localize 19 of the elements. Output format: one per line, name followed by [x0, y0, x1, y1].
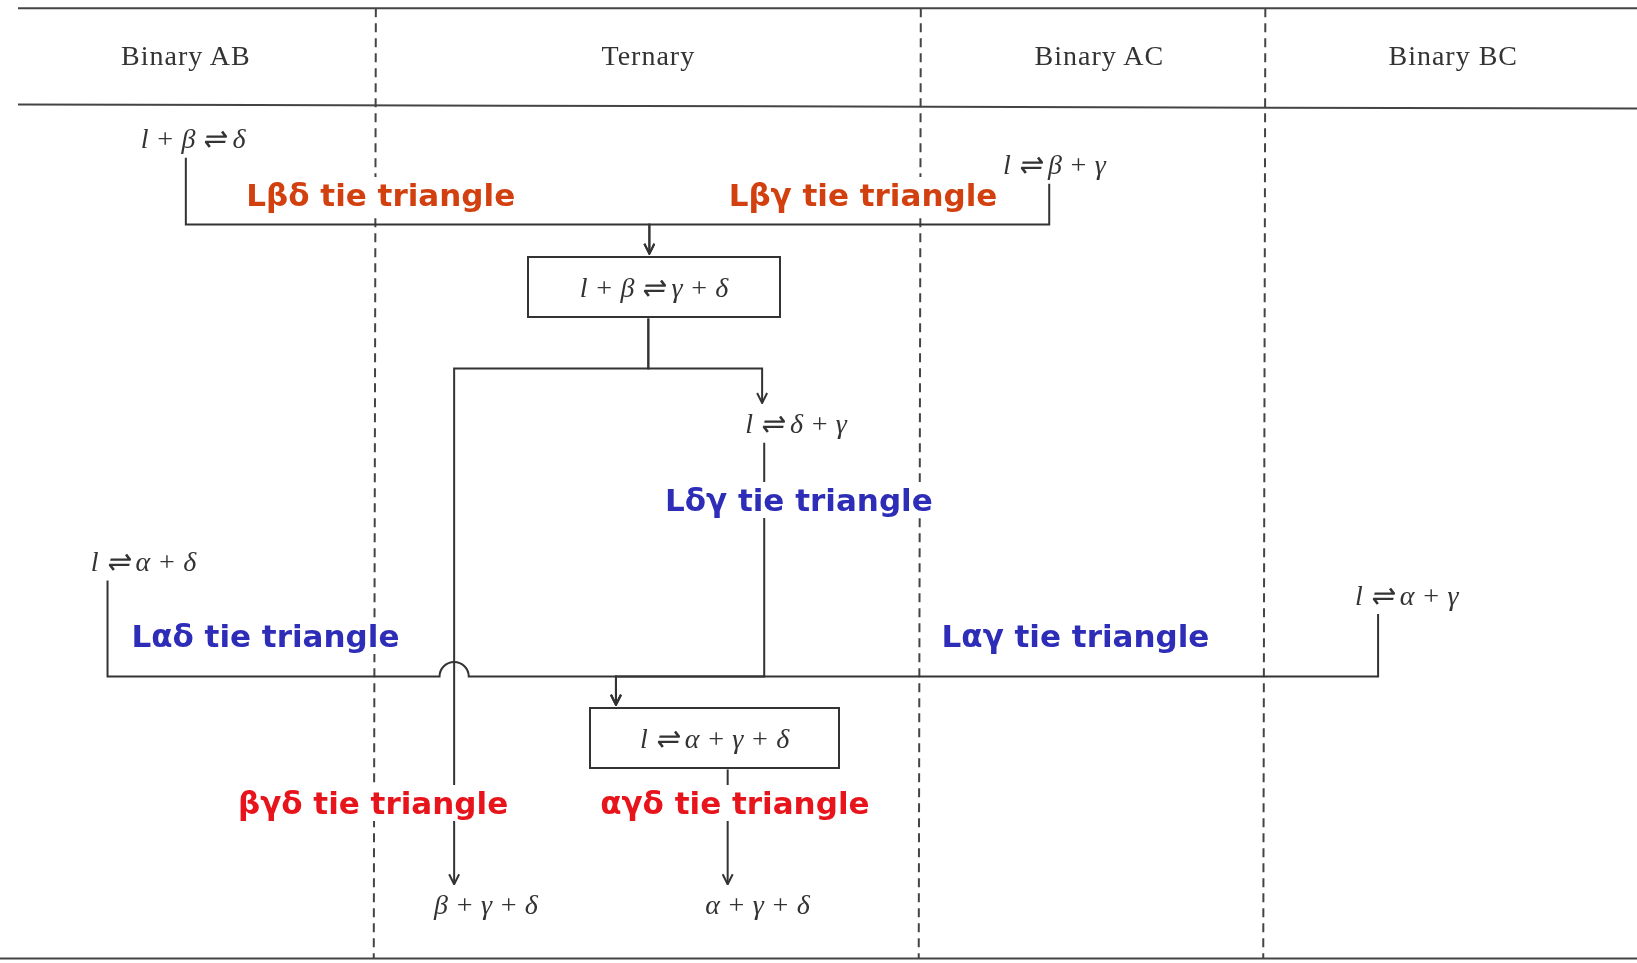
reaction-box [588, 706, 841, 770]
reaction-text: l ⇌ α + γ + δ [639, 721, 790, 755]
reaction-text: l + β ⇌ δ [140, 122, 246, 156]
reaction-text: l ⇌ β + γ [1003, 148, 1106, 182]
edge-label: αγδ tie triangle [598, 785, 872, 822]
column-header: Binary BC [1388, 39, 1519, 72]
reaction-text: β + γ + δ [434, 889, 538, 922]
reaction-text: α + γ + δ [705, 889, 810, 922]
reaction-box [527, 255, 781, 319]
arrow [643, 182, 1051, 255]
reaction-text: l + β ⇌ γ + δ [579, 270, 729, 304]
arrow [609, 612, 1380, 706]
reaction-text: l ⇌ α + δ [90, 545, 197, 579]
column-header: Ternary [601, 39, 696, 72]
column-header: Binary AC [1034, 39, 1165, 72]
column-header: Binary AB [121, 39, 251, 72]
arrow [647, 317, 769, 404]
reaction-text: l ⇌ α + γ [1355, 578, 1459, 612]
reaction-text: l ⇌ δ + γ [745, 407, 847, 441]
